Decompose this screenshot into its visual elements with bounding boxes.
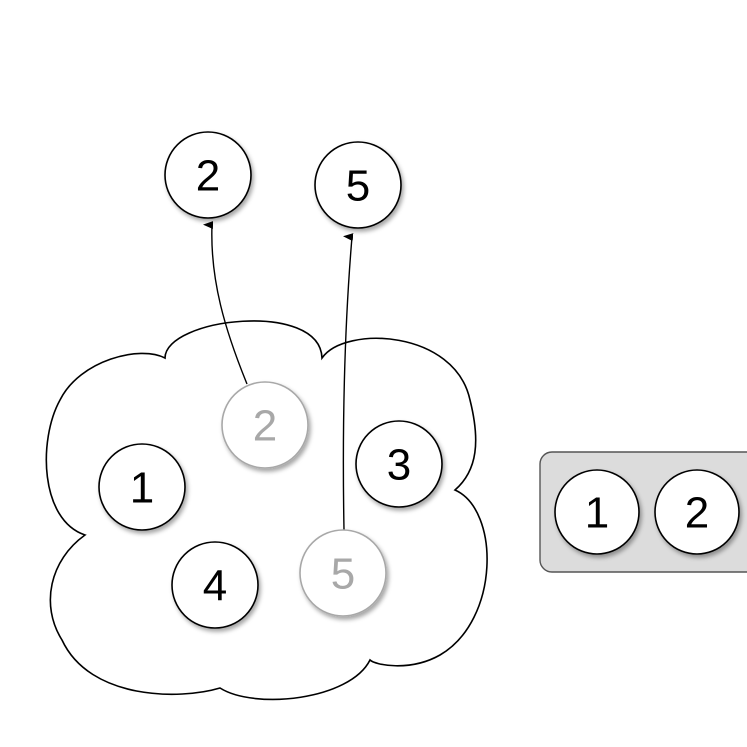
extracted-node-2: 2 [164, 131, 252, 219]
pool-node-4: 4 [171, 541, 259, 629]
pool-node-2-faded: 2 [221, 381, 309, 469]
pool-node-3: 3 [355, 420, 443, 508]
arrow-5-up [342, 233, 354, 531]
node-label: 3 [387, 441, 411, 490]
node-label: 4 [203, 562, 227, 611]
queue-node-1: 1 [554, 469, 640, 555]
node-label: 5 [346, 162, 370, 211]
arrow-2-up [203, 221, 248, 385]
node-label: 2 [253, 402, 277, 451]
node-label: 1 [585, 489, 609, 538]
pool-node-5-faded: 5 [299, 529, 387, 617]
cloud-pool [45, 320, 488, 701]
node-label: 2 [196, 152, 220, 201]
queue-node-2: 2 [654, 469, 740, 555]
pool-node-1: 1 [98, 443, 186, 531]
node-label: 1 [130, 464, 154, 513]
node-label: 5 [331, 550, 355, 599]
node-label: 2 [685, 489, 709, 538]
extracted-node-5: 5 [314, 141, 402, 229]
